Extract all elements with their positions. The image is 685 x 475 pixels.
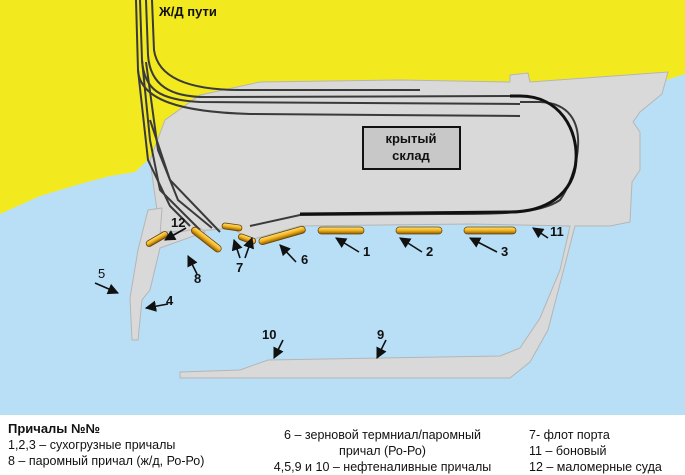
berth-number-1: 1 [363,244,370,259]
legend-col1: Причалы №№ 1,2,3 – сухогрузные причалы 8… [8,421,204,469]
arrow-icon [273,339,284,360]
berth-number-3: 3 [501,244,508,259]
berth-vessels [145,222,517,253]
land-area [0,0,685,214]
legend-col2: 6 – зерновой термниал/паромный причал (Р… [255,427,510,475]
berth-number-9: 9 [377,327,384,342]
arrow-icon [399,237,423,253]
legend-item: 8 – паромный причал (ж/д, Ро-Ро) [8,454,205,468]
arrow-icon [243,236,254,259]
arrow-icon [335,237,360,253]
legend-item: 4,5,9 и 10 – нефтеналивные причалы [273,460,492,474]
pointer-arrows [94,227,549,360]
berth-number-4: 4 [166,293,174,308]
warehouse [362,126,461,170]
arrow-icon [532,227,549,239]
legend-title: Причалы №№ [8,421,101,436]
loop-track [299,94,578,216]
arrow-icon [94,282,120,295]
arrow-icon [469,237,498,253]
arrow-icon [144,300,169,312]
berth-number-12: 12 [171,215,185,230]
berth-1 [317,226,365,235]
legend-col3: 7- флот порта 11 – боновый 12 – маломерн… [529,427,662,475]
berth-number-10: 10 [262,327,276,342]
legend-item: 6 – зерновой термниал/паромный [284,428,481,442]
arrow-icon [376,339,387,360]
berth-number-2: 2 [426,244,433,259]
berth-number-6: 6 [301,252,308,267]
berth-number-5: 5 [98,266,105,281]
legend-item: 7- флот порта [529,428,610,442]
legend-background [0,415,685,475]
arrow-icon [231,238,243,259]
arrow-icon [187,254,198,275]
berth-2 [395,226,443,235]
railway-label: Ж/Д пути [158,4,217,19]
berth-number-7: 7 [236,260,243,275]
berth-3 [463,226,517,235]
warehouse-label-line1: крытый [385,131,436,146]
berth-7a [221,222,243,232]
arrow-icon [279,244,297,263]
berth-8 [190,226,222,253]
legend-item: причал (Ро-Ро) [339,444,426,458]
berth-6 [258,225,306,246]
berth-number-8: 8 [194,271,201,286]
arrow-icon [164,227,187,241]
berth-number-11: 11 [550,224,564,239]
legend-item: 12 – маломерные суда [529,460,662,474]
port-territory [149,71,669,379]
legend-item: 11 – боновый [529,444,607,458]
legend-item: 1,2,3 – сухогрузные причалы [8,438,176,452]
warehouse-label-line2: склад [392,148,430,163]
rail-tracks [135,0,580,233]
